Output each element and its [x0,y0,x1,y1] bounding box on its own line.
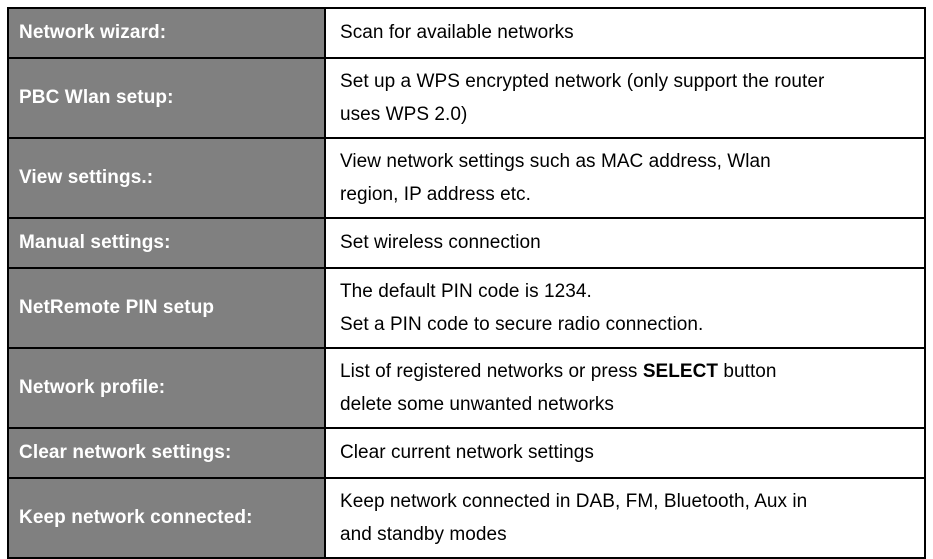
setting-description-line: List of registered networks or press SEL… [340,355,916,388]
description-text-pre: List of registered networks or press [340,360,643,382]
setting-description-line: Set up a WPS encrypted network (only sup… [340,70,825,92]
setting-description-line: Clear current network settings [340,442,594,464]
setting-description-line: The default PIN code is 1234. [340,280,592,302]
description-emphasis: SELECT [642,360,719,382]
clipped-top-text [6,0,926,3]
setting-label: View settings.: [19,167,154,189]
setting-label: Manual settings: [19,232,171,254]
table-body: Network wizard: Scan for available networ… [7,7,926,559]
setting-label-cell: Network wizard: [7,7,326,59]
network-settings-table: Network wizard: Scan for available networ… [7,7,926,559]
setting-label: PBC Wlan setup: [19,87,174,109]
setting-description-line: Scan for available networks [340,22,574,44]
table-row: Network wizard: Scan for available networ… [7,7,926,59]
setting-label-cell: Manual settings: [7,217,326,269]
setting-label: Network wizard: [19,22,167,44]
setting-label-cell: Network profile: [7,347,326,429]
setting-description-line: and standby modes [340,524,507,545]
setting-description-line: region, IP address etc. [340,184,531,205]
setting-description-line: Set a PIN code to secure radio connectio… [340,314,704,335]
setting-label: Keep network connected: [19,507,253,529]
setting-description-cell: Set up a WPS encrypted network (only sup… [324,57,926,139]
setting-label-cell: PBC Wlan setup: [7,57,326,139]
description-text-post: button [718,360,777,382]
table-row: Keep network connected: Keep network conn… [7,477,926,559]
setting-description-line: delete some unwanted networks [340,394,614,415]
document-page: Network wizard: Scan for available networ… [6,0,926,559]
setting-description-cell: Set wireless connection [324,217,926,269]
setting-description-line: View network settings such as MAC addres… [340,150,771,172]
setting-description-cell: Scan for available networks [324,7,926,59]
table-row: View settings.: View network settings suc… [7,137,926,219]
setting-description-cell: Keep network connected in DAB, FM, Bluet… [324,477,926,559]
table-row: Manual settings: Set wireless connection [7,217,926,269]
table-row: Clear network settings: Clear current net… [7,427,926,479]
setting-label-cell: Keep network connected: [7,477,326,559]
setting-label-cell: View settings.: [7,137,326,219]
setting-description-line: uses WPS 2.0) [340,104,468,125]
setting-label-cell: Clear network settings: [7,427,326,479]
setting-description-cell: The default PIN code is 1234. Set a PIN c… [324,267,926,349]
setting-description-cell: List of registered networks or press SEL… [324,347,926,429]
setting-description-cell: View network settings such as MAC addres… [324,137,926,219]
table-row: PBC Wlan setup: Set up a WPS encrypted ne… [7,57,926,139]
setting-label: NetRemote PIN setup [19,297,215,319]
table-row: Network profile: List of registered netwo… [7,347,926,429]
table-row: NetRemote PIN setup The default PIN code … [7,267,926,349]
setting-label: Clear network settings: [19,442,232,464]
setting-description-line: Keep network connected in DAB, FM, Bluet… [340,490,808,512]
setting-label-cell: NetRemote PIN setup [7,267,326,349]
setting-label: Network profile: [19,377,166,399]
setting-description-line: Set wireless connection [340,232,541,254]
setting-description-cell: Clear current network settings [324,427,926,479]
